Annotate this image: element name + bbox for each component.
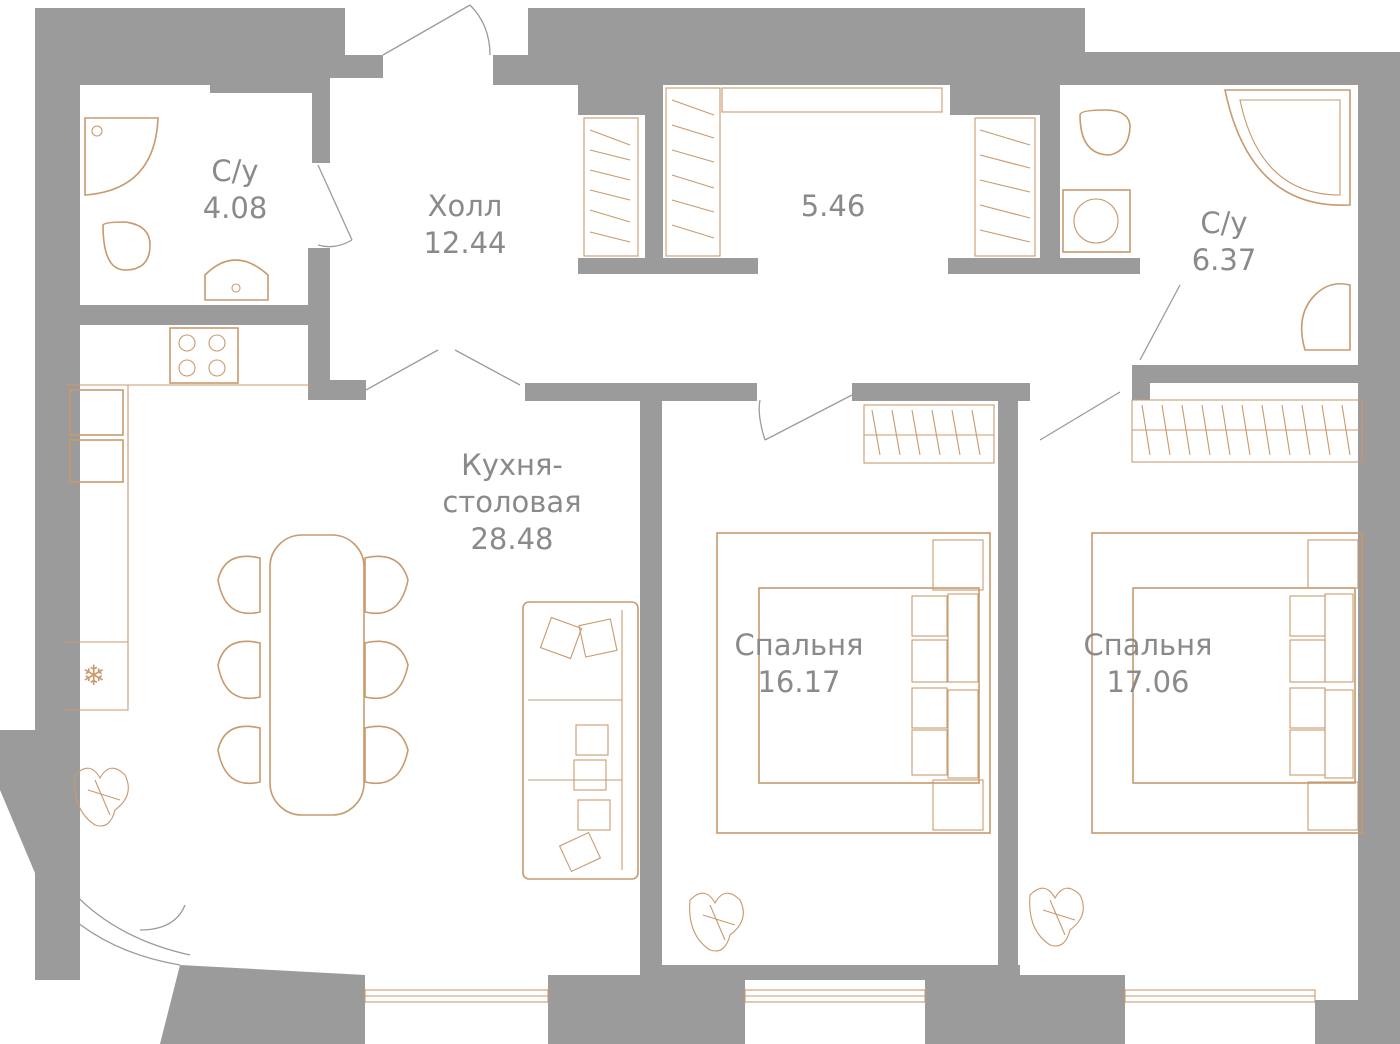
svg-text:❄: ❄ <box>82 659 105 692</box>
room-name-line2: столовая <box>442 485 582 519</box>
room-area: 6.37 <box>1191 243 1257 277</box>
room-name: Холл <box>427 189 503 223</box>
walls <box>0 8 1400 1044</box>
room-area: 4.08 <box>202 191 268 225</box>
room-label-bedroom2: Спальня 17.06 <box>1083 627 1212 701</box>
room-label-bedroom1: Спальня 16.17 <box>734 627 863 701</box>
room-name: Спальня <box>734 628 864 662</box>
room-label-kitchen: Кухня- столовая 28.48 <box>442 447 581 558</box>
room-area: 17.06 <box>1106 665 1190 699</box>
room-name: С/у <box>1200 206 1248 240</box>
furniture: ❄ <box>66 87 1363 952</box>
room-name: Спальня <box>1083 628 1213 662</box>
room-name-line1: Кухня- <box>461 448 563 482</box>
room-area: 28.48 <box>470 522 554 556</box>
room-area: 5.46 <box>800 189 866 223</box>
doors-windows <box>39 4 1316 1003</box>
room-label-bath2: С/у 6.37 <box>1192 205 1257 279</box>
room-name: С/у <box>211 154 259 188</box>
room-label-hall: Холл 12.44 <box>423 188 506 262</box>
room-area: 12.44 <box>423 226 507 260</box>
room-label-closet: 5.46 <box>801 188 866 225</box>
room-label-bath1: С/у 4.08 <box>203 153 268 227</box>
room-area: 16.17 <box>757 665 841 699</box>
